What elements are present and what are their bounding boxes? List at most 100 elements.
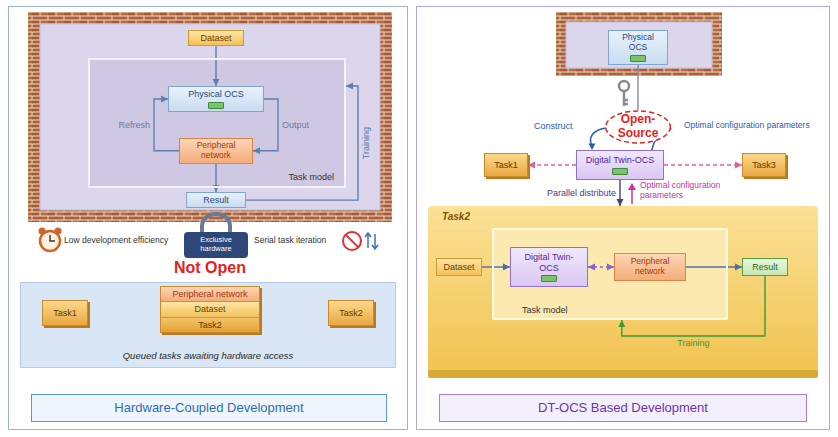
- node-text: Result: [752, 262, 778, 272]
- node-text: Task1: [53, 308, 77, 318]
- arrowhead: [346, 83, 353, 90]
- task-model-region: Task model Physical OCS Peripheral network: [88, 58, 346, 188]
- brick-wall: [28, 12, 392, 222]
- arrowhead: [735, 264, 742, 271]
- connector-line: [637, 65, 638, 110]
- connector-line: [664, 164, 742, 165]
- physical-ocs-box: Physical OCS: [608, 30, 668, 65]
- peripheral-network-box: Peripheral network: [179, 138, 253, 164]
- padlock-icon: [184, 214, 248, 258]
- edge-label: Training: [361, 127, 371, 159]
- result-box: Result: [742, 258, 788, 276]
- annotation-label: Serial task iteration: [254, 236, 326, 246]
- platform: [428, 206, 818, 378]
- padlock-icon: [184, 232, 248, 258]
- node-text: Queued tasks awaiting hardware access: [21, 351, 395, 362]
- task-model-region: Task modelDigital Twin-OCSPeripheral net…: [492, 228, 728, 320]
- node-text: Peripheral network: [619, 257, 681, 277]
- connector: [528, 162, 576, 169]
- brick-wall: [566, 22, 712, 68]
- no-iteration-icon: [346, 235, 359, 248]
- arrowhead: [588, 264, 595, 271]
- node-text: Physical OCS: [613, 33, 663, 53]
- oval-outline: [606, 111, 671, 143]
- task-crate: Task2: [328, 300, 374, 326]
- node-text: Task3: [752, 160, 776, 170]
- node-text: Result: [203, 195, 229, 205]
- key-icon: [619, 81, 629, 106]
- brick-wall: [28, 12, 392, 222]
- panel-title: DT-OCS Based Development: [439, 394, 807, 422]
- node-text: Open-Source: [609, 113, 667, 141]
- peripheral-network-box: Peripheral network: [614, 253, 686, 281]
- stack-layer: Peripheral network: [161, 287, 259, 302]
- connector: [686, 264, 742, 271]
- node-text: Digital Twin-OCS: [515, 252, 583, 273]
- connector: [213, 46, 220, 86]
- annotation-label: Exclusive hardware: [186, 236, 246, 253]
- arrowhead: [161, 96, 168, 103]
- panel: Hardware-Coupled DevelopmentDatasetTask …: [8, 6, 408, 430]
- node-text: Dataset: [200, 33, 231, 43]
- connector-line: [622, 276, 765, 336]
- connector: [638, 65, 639, 110]
- brick-wall: [556, 12, 722, 76]
- node-text: Dataset: [443, 262, 474, 272]
- result-box: Result: [186, 192, 246, 208]
- chip-icon: [541, 275, 557, 282]
- chip-icon: [208, 102, 224, 109]
- panel-title: Hardware-Coupled Development: [31, 394, 387, 422]
- annotation-label: Optimal configuration parameters: [640, 181, 744, 201]
- construct-arrow: [591, 128, 606, 146]
- queue-band: Queued tasks awaiting hardware access Tas…: [20, 282, 396, 368]
- dataset-box: Dataset: [188, 30, 244, 46]
- node-text: Task model: [288, 172, 334, 182]
- queue-band-fill: [20, 282, 396, 368]
- alarm-clock-icon: [40, 231, 60, 251]
- node-text: Task2: [339, 308, 363, 318]
- task-platform: Task2Task modelDigital Twin-OCSPeriphera…: [428, 206, 818, 378]
- platform: [428, 206, 818, 378]
- arrowhead: [617, 199, 624, 206]
- task-crate: Task1: [484, 153, 528, 177]
- chip-icon: [612, 168, 628, 175]
- alarm-clock-icon: [39, 228, 62, 252]
- edge-label: Training: [677, 338, 709, 348]
- digital-twin-box: Digital Twin-OCS: [510, 247, 588, 287]
- arrowhead: [528, 162, 535, 169]
- key-icon: [624, 91, 628, 106]
- connector-line: [528, 164, 576, 165]
- no-iteration-icon: [365, 233, 378, 249]
- stack-layer: Task2: [161, 318, 259, 332]
- task-model-fill: [88, 58, 346, 188]
- node-text: Physical OCS: [188, 89, 244, 99]
- platform: [428, 370, 818, 378]
- task-crate: Task1: [42, 300, 88, 326]
- connector: [618, 276, 765, 336]
- chip-icon: [630, 55, 646, 62]
- no-iteration-icon: [343, 232, 361, 250]
- open-source-oval: Open-Source: [605, 110, 671, 144]
- annotation-label: Not Open: [110, 259, 310, 277]
- connector: [588, 264, 614, 271]
- task-crate: Task3: [742, 153, 786, 177]
- parameter-arrow: [628, 183, 636, 204]
- brick-wall: [40, 24, 380, 210]
- annotation-label: Construct: [534, 121, 573, 131]
- node-text: Digital Twin-OCS: [586, 155, 654, 165]
- arrowhead: [607, 264, 614, 271]
- brick-wall: [556, 12, 722, 76]
- digital-twin-box: Digital Twin-OCS: [576, 150, 664, 180]
- parameter-arrow: [628, 183, 636, 190]
- arrowhead: [253, 147, 260, 154]
- edge-label: Parallel distribute: [547, 188, 616, 198]
- arrowhead: [735, 162, 742, 169]
- key-icon: [619, 81, 629, 91]
- arrowhead: [213, 79, 220, 86]
- connector-line: [686, 266, 742, 267]
- alarm-clock-icon: [50, 235, 55, 241]
- stack-layer: Dataset: [161, 302, 259, 317]
- annotation-label: Optimal configuration parameters: [684, 121, 810, 131]
